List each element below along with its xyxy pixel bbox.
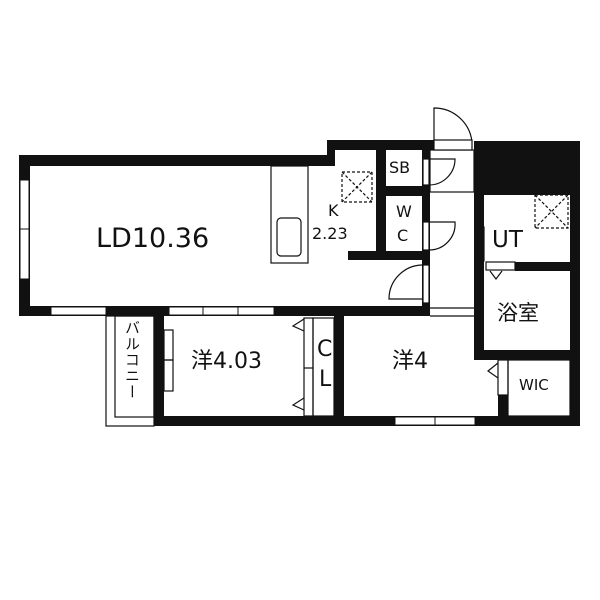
interior-lines — [105, 149, 571, 427]
room-label-cl-l: L — [319, 367, 332, 392]
room-label-sb: SB — [389, 158, 411, 177]
room-label-wc-c: C — [397, 226, 409, 245]
room-label-wic: WIC — [519, 376, 549, 394]
room-label-balcony: バルコニー — [123, 320, 141, 400]
room-label-wc-w: W — [396, 202, 412, 221]
room-label-kitchen: K — [328, 201, 339, 220]
vent-fan-icon — [341, 171, 569, 229]
room-label-western-1: 洋4.03 — [191, 349, 262, 374]
room-label-ld: LD10.36 — [96, 223, 210, 254]
sliding-markers — [291, 270, 503, 411]
room-label-bathroom: 浴室 — [497, 301, 539, 325]
room-label-cl-c: C — [317, 337, 333, 362]
room-size-kitchen: 2.23 — [312, 224, 348, 243]
door-icons — [388, 107, 473, 304]
room-label-ut: UT — [492, 227, 523, 253]
room-label-western-2: 洋4 — [392, 349, 428, 374]
windows — [19, 179, 476, 426]
walls — [19, 140, 580, 426]
